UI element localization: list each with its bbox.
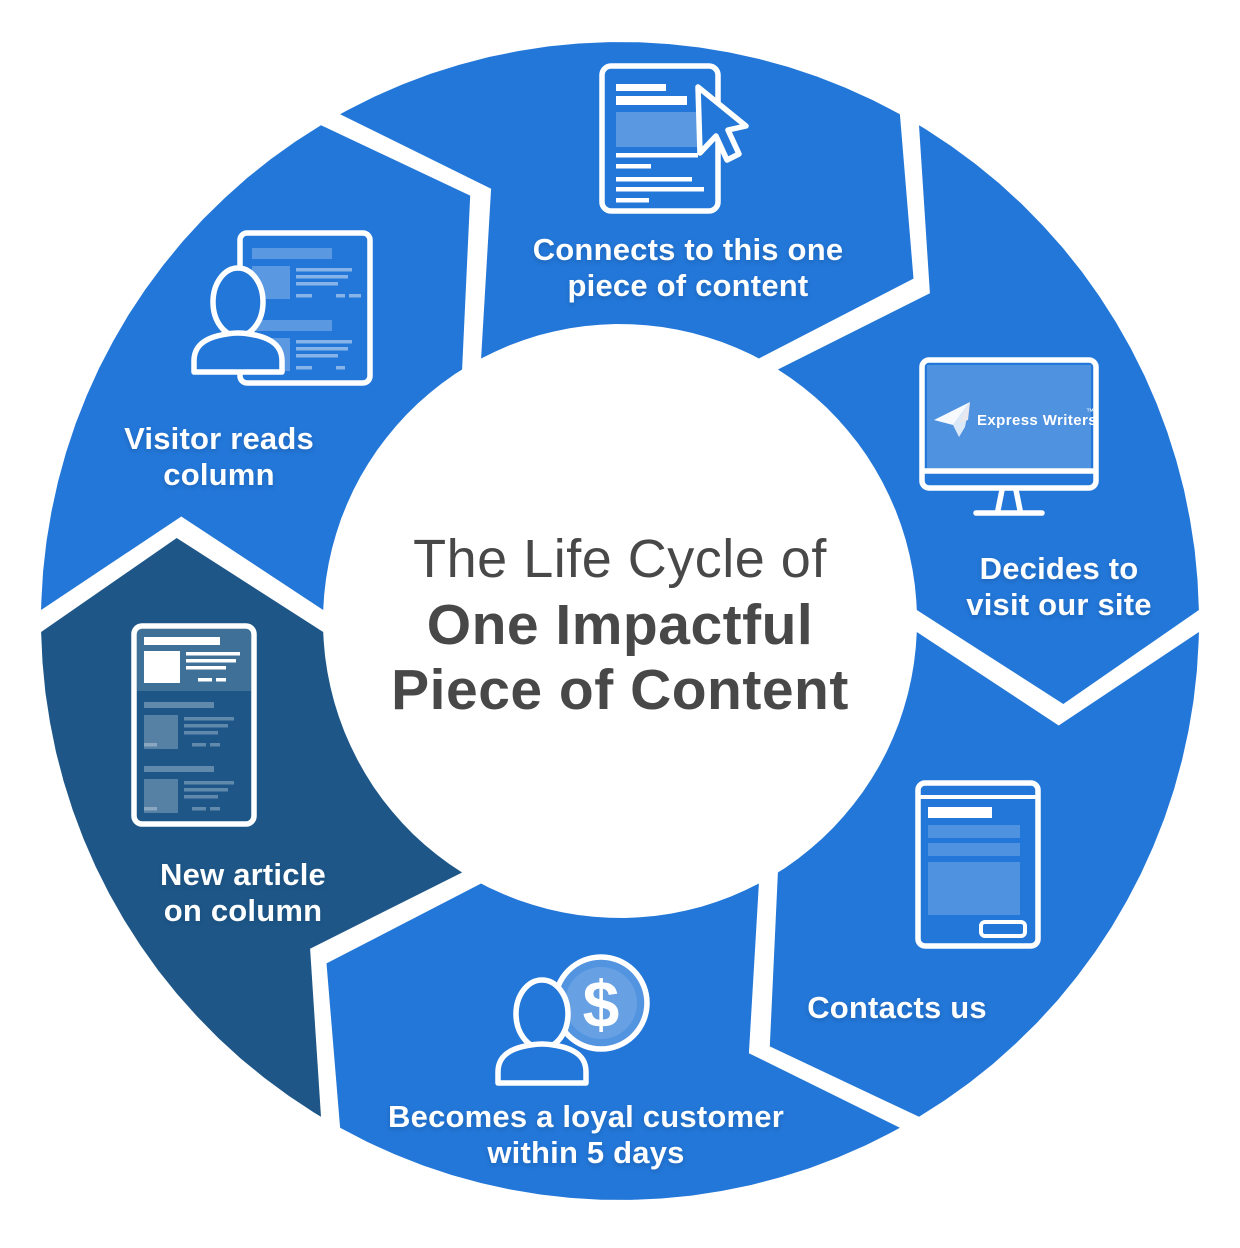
contact-form-icon <box>915 780 1041 949</box>
document-cursor-icon <box>599 63 749 214</box>
express-writers-logo: Express Writers ™ <box>934 402 1097 437</box>
label-contacts: Contacts us <box>807 990 987 1025</box>
person-column-icon <box>191 230 373 386</box>
monitor-icon: Express Writers ™ <box>919 357 1099 516</box>
logo-brand-text: Express Writers <box>977 412 1097 429</box>
article-feed-icon <box>131 623 257 827</box>
article-card-3 <box>144 766 234 813</box>
cursor-arrow-icon <box>695 84 749 163</box>
ring-segment-contacts <box>769 632 1199 1117</box>
label-connects: Connects to this one piece of content <box>532 232 844 303</box>
ring-segment-decides <box>777 125 1199 704</box>
form-submit-button-glyph <box>979 920 1027 938</box>
article-card-2 <box>144 702 234 749</box>
person-dollar-icon: $ <box>495 954 650 1086</box>
label-visitor: Visitor reads column <box>124 421 314 492</box>
label-becomes: Becomes a loyal customer within 5 days <box>388 1099 784 1170</box>
label-decides: Decides to visit our site <box>966 551 1152 622</box>
title-line-1: The Life Cycle of <box>413 529 827 589</box>
title-line-3: Piece of Content <box>391 658 849 722</box>
title-line-2: One Impactful <box>426 593 814 657</box>
dollar-coin-icon: $ <box>552 954 650 1052</box>
label-new-article: New article on column <box>160 857 326 928</box>
column-card-1 <box>252 248 361 299</box>
logo-tm-mark: ™ <box>1086 407 1094 416</box>
ring-segment-becomes <box>326 883 900 1200</box>
dollar-symbol: $ <box>583 967 620 1041</box>
